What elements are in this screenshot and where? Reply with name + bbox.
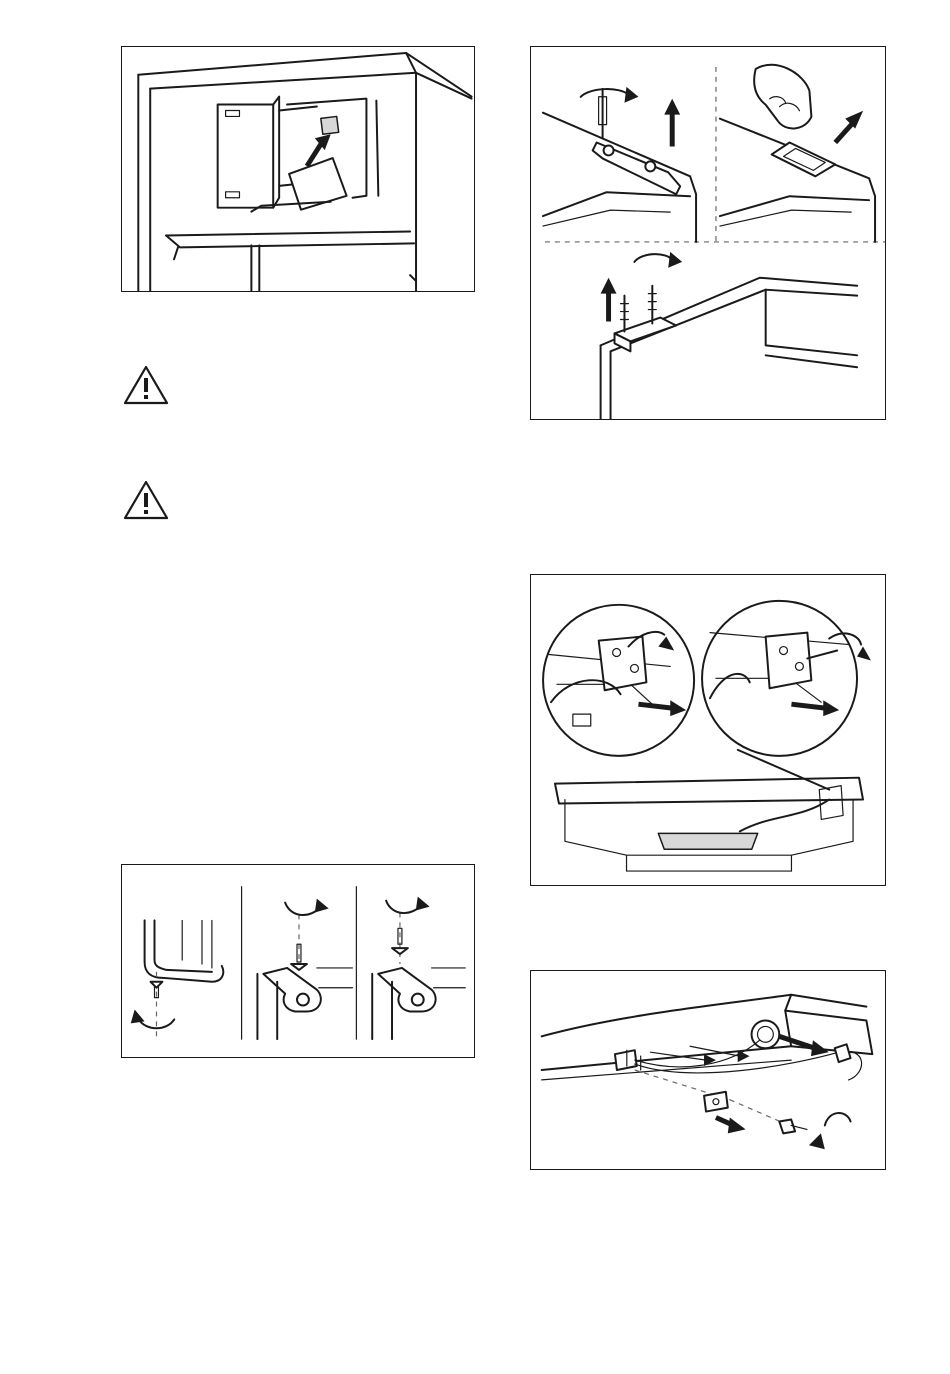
fridge-interior-illustration: [122, 47, 474, 291]
hinge-cable-illustration: [531, 575, 885, 885]
cable-cover-illustration: [531, 971, 885, 1169]
door-bracket-illustration: [122, 865, 474, 1057]
warning-triangle-icon: [123, 479, 169, 521]
figure-remove-door-shelf: [121, 46, 475, 292]
figure-remove-cable-cover: [530, 970, 886, 1170]
figure-screw-door-bracket: [121, 864, 475, 1058]
figure-disconnect-hinge-cable: [530, 574, 886, 886]
figure-remove-top-hinge: [530, 46, 886, 420]
warning-triangle-icon: [123, 364, 169, 406]
top-hinge-illustration: [531, 47, 885, 419]
